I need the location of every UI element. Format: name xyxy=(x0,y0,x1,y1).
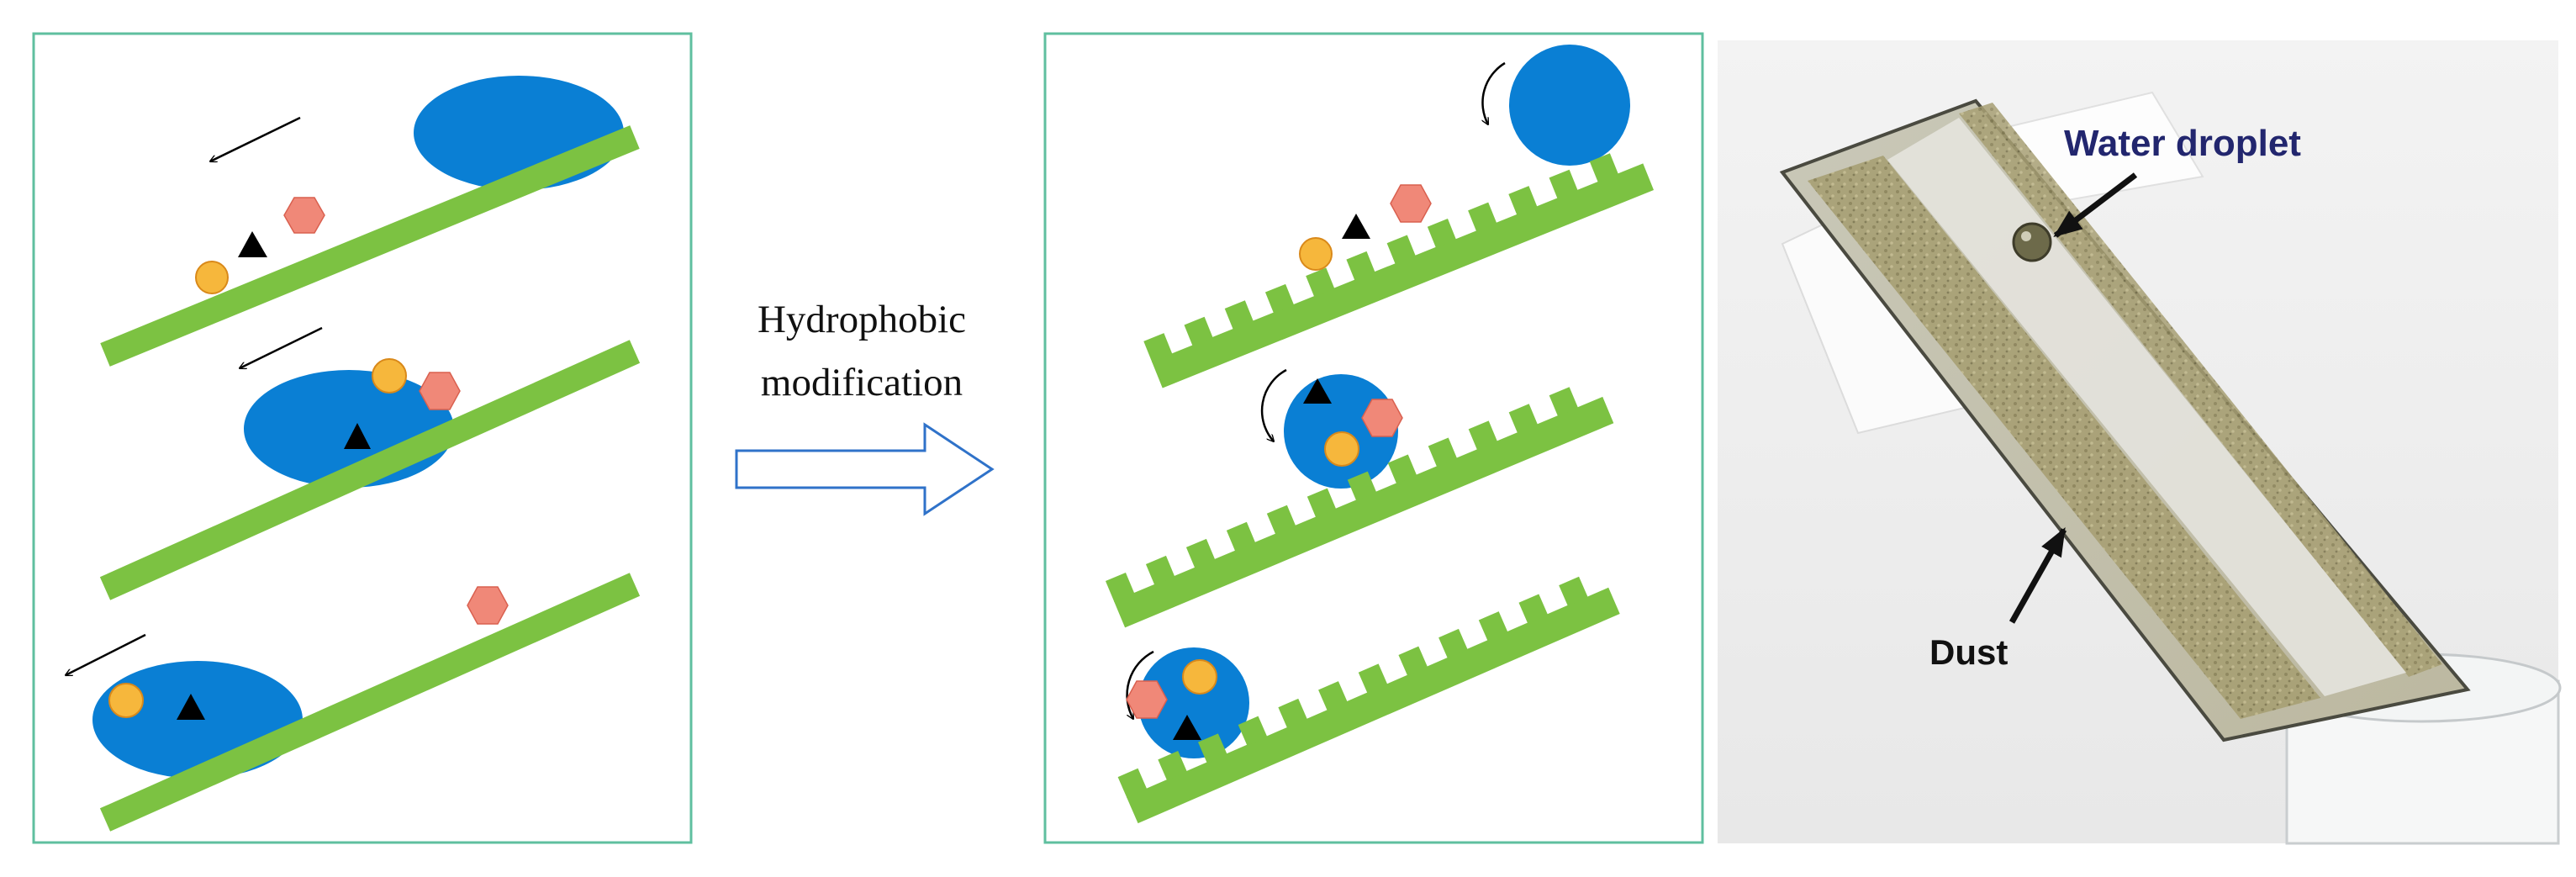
triangle-particle xyxy=(1342,214,1370,239)
substrate-pillar xyxy=(1589,153,1618,183)
substrate-pillar xyxy=(1224,300,1254,330)
hexagon-particle xyxy=(419,372,461,410)
yellow-particle xyxy=(372,358,407,394)
substrate-pillar xyxy=(1318,681,1348,711)
substrate-pillar xyxy=(1278,698,1307,728)
rolling-arrow-icon xyxy=(1482,61,1506,124)
textured-substrate xyxy=(1143,153,1655,388)
substrate-pillar xyxy=(1226,521,1256,552)
photo-panel: Water droplet Dust xyxy=(1718,40,2562,845)
substrate-pillar xyxy=(1346,251,1375,281)
droplet-pointer-arrow-icon xyxy=(2053,172,2138,238)
substrate-pillar xyxy=(1386,235,1416,265)
water-droplet xyxy=(2012,222,2052,262)
water-droplet xyxy=(1138,647,1249,758)
row-2 xyxy=(99,326,641,600)
hexagon-particle xyxy=(1390,184,1432,223)
substrate-pillar xyxy=(1184,316,1213,346)
rolling-arrow-icon xyxy=(1260,368,1287,441)
textured-substrate xyxy=(1105,387,1614,628)
substrate-pillar xyxy=(1468,202,1497,232)
row-3 xyxy=(66,573,641,832)
substrate-pillar xyxy=(1264,283,1295,314)
motion-arrow-icon xyxy=(240,326,323,368)
hexagon-particle xyxy=(1361,399,1403,437)
clean-path xyxy=(1887,118,2406,696)
substrate-pillar xyxy=(1306,267,1335,298)
substrate-pillar xyxy=(1427,219,1457,248)
substrate-pillar xyxy=(1306,488,1337,518)
textured-substrate xyxy=(1117,576,1620,824)
dust-pointer-arrow-icon xyxy=(2009,527,2067,624)
row-1 xyxy=(1143,45,1655,388)
triangle-particle xyxy=(344,423,371,449)
water-droplet xyxy=(1509,45,1630,166)
substrate-pillar xyxy=(1559,576,1588,606)
rolling-arrow-icon xyxy=(1126,650,1154,719)
substrate-pillar xyxy=(1145,555,1175,585)
substrate-pillar xyxy=(1105,572,1135,602)
yellow-particle xyxy=(1324,431,1359,467)
substrate-pillar xyxy=(1185,538,1216,568)
substrate-pillar xyxy=(1143,333,1173,362)
motion-arrow-icon xyxy=(210,116,301,161)
substrate-pillar xyxy=(1158,751,1187,781)
substrate-pillar xyxy=(1508,404,1539,434)
triangle-particle xyxy=(238,231,267,257)
substrate-pillar xyxy=(1347,471,1377,501)
triangle-particle xyxy=(1173,715,1201,740)
block-arrow-icon xyxy=(735,422,995,516)
arrow-label-line2: modification xyxy=(761,361,963,404)
smooth-substrate xyxy=(99,340,641,600)
droplet-highlight xyxy=(2021,231,2031,241)
yellow-particle xyxy=(108,683,144,718)
hexagon-particle xyxy=(467,586,509,625)
smooth-substrate xyxy=(100,125,640,367)
panel-hydrophobic-surface xyxy=(1043,32,1704,844)
substrate-pillar xyxy=(1549,387,1579,417)
substrate-pillar xyxy=(1468,420,1498,451)
substrate-pillar xyxy=(1198,733,1227,763)
motion-arrow-icon xyxy=(66,633,146,677)
smooth-substrate xyxy=(99,573,641,832)
yellow-particle xyxy=(1299,237,1333,271)
arrow-label-line1: Hydrophobic xyxy=(757,298,966,341)
substrate-pillar xyxy=(1358,663,1388,694)
photo-label-dust: Dust xyxy=(1929,632,2008,672)
substrate-pillar xyxy=(1478,611,1508,642)
substrate-pillar xyxy=(1428,437,1458,468)
triangle-particle xyxy=(1303,378,1332,404)
hexagon-particle xyxy=(1126,680,1168,719)
substrate-pillar xyxy=(1238,716,1268,746)
substrate-pillar xyxy=(1398,646,1428,676)
yellow-particle xyxy=(195,261,229,294)
row-2 xyxy=(1105,368,1614,628)
substrate-pillar xyxy=(1508,186,1538,215)
dust-layer xyxy=(1959,103,2442,677)
substrate-pillar xyxy=(1518,594,1549,624)
triangle-particle xyxy=(177,694,205,720)
row-1 xyxy=(100,76,640,367)
substrate-pillar xyxy=(1549,169,1578,199)
substrate-pillar xyxy=(1387,454,1417,484)
modification-arrow-group: Hydrophobic modification xyxy=(735,298,995,516)
substrate-pillar xyxy=(1438,628,1468,659)
yellow-particle xyxy=(1182,659,1217,695)
row-3 xyxy=(1117,576,1620,824)
photo-label-droplet: Water droplet xyxy=(2064,123,2301,164)
panel-smooth-surface xyxy=(32,32,693,844)
substrate-pillar xyxy=(1266,505,1296,535)
substrate-pillar xyxy=(1117,768,1148,798)
hexagon-particle xyxy=(283,197,325,234)
dust-layer xyxy=(1808,156,2320,719)
